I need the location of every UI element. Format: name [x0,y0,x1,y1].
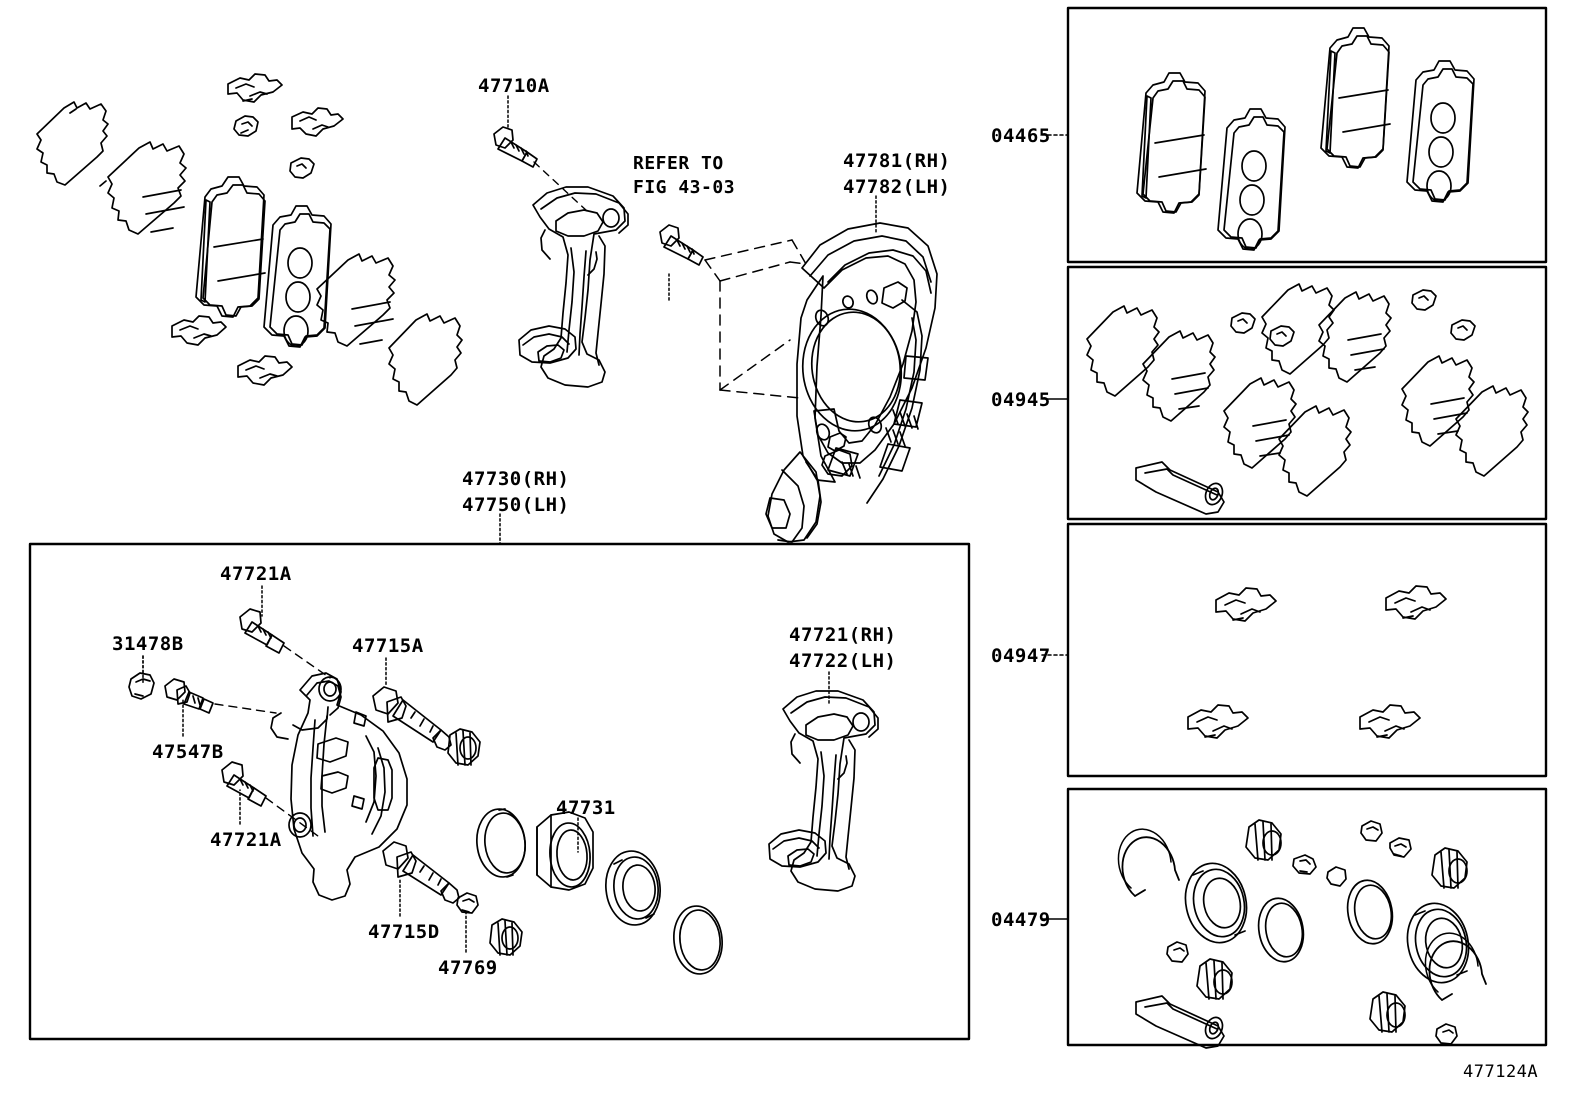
slide-pin-47715a [372,686,452,751]
grease-tube-04479 [1135,995,1225,1049]
anti-rattle-clip-f [237,355,293,386]
shim-plate-4 [388,313,463,406]
bolt-47721a-top [239,608,285,654]
retaining-ring [673,905,723,975]
shim-kit-04945 [1086,283,1529,515]
part-label-47730: 47730(RH) 47750(LH) [462,468,570,516]
support-plate-kit-04947 [1187,585,1447,739]
bolt-47710a-second [659,224,704,266]
part-label-31478b: 31478B [112,633,184,655]
part-label-47721a-top: 47721A [220,563,292,585]
pin-boot-lower [489,918,523,956]
caliper-assembly-panel-border [28,542,971,1041]
part-label-47721a-bottom: 47721A [210,829,282,851]
anti-rattle-clip-e [171,315,227,346]
kit-label-04479: 04479 [991,909,1051,931]
part-label-47715d: 47715D [368,921,440,943]
part-label-47710a: 47710A [478,75,550,97]
anti-rattle-clip-c [291,107,344,137]
anti-rattle-clip-a [227,73,283,103]
seal-kit-04479 [1117,819,1487,1049]
figure-code: 477124A [1463,1062,1539,1082]
pin-boot-upper [447,728,481,766]
slide-pin-47715d [382,841,460,904]
assembly-projection-lines [704,239,807,399]
anti-rattle-clip-d [289,157,315,179]
bolt-47721a-bottom [221,761,267,807]
piston-47731 [536,811,594,891]
grease-tube-04945 [1135,461,1225,515]
part-label-47781: 47781(RH) 47782(LH) [843,150,951,198]
kit-label-04947: 04947 [991,645,1051,667]
shim-plate-1 [36,101,109,187]
caliper-body-47730 [270,672,408,901]
part-label-47731: 47731 [556,797,616,819]
part-label-47769: 47769 [438,957,498,979]
piston-seal-ring [476,808,526,878]
part-label-47721rh: 47721(RH) 47722(LH) [789,624,897,672]
caliper-mounting-bracket-top [518,186,629,388]
panel-border-04947 [1066,522,1548,778]
brake-pad-with-holes [263,205,332,348]
panel-border-04465 [1066,6,1548,264]
brake-pad-primary [195,176,266,318]
kit-label-04465: 04465 [991,125,1051,147]
anti-rattle-clip-b [233,115,259,137]
bleeder-cap-31478b [128,672,155,700]
panel-border-04479 [1066,787,1548,1047]
pads-kit-04465 [1136,27,1475,251]
bolt-47710a [493,126,538,168]
kit-label-04945: 04945 [991,389,1051,411]
piston-boot-seal [605,850,661,926]
brake-disc-dust-cover [765,222,938,543]
caliper-mounting-bracket-47721 [768,690,879,892]
shim-plate-3 [316,253,396,347]
part-label-47547b: 47547B [152,741,224,763]
leader-lines [142,95,877,953]
panel-border-04945 [1066,265,1548,521]
refer-to-note: REFER TO FIG 43-03 [633,153,736,198]
bleeder-screw-47547b [164,678,214,714]
part-label-47715a: 47715A [352,635,424,657]
bushing-47769 [456,892,479,914]
shim-plate-2 [107,141,187,235]
